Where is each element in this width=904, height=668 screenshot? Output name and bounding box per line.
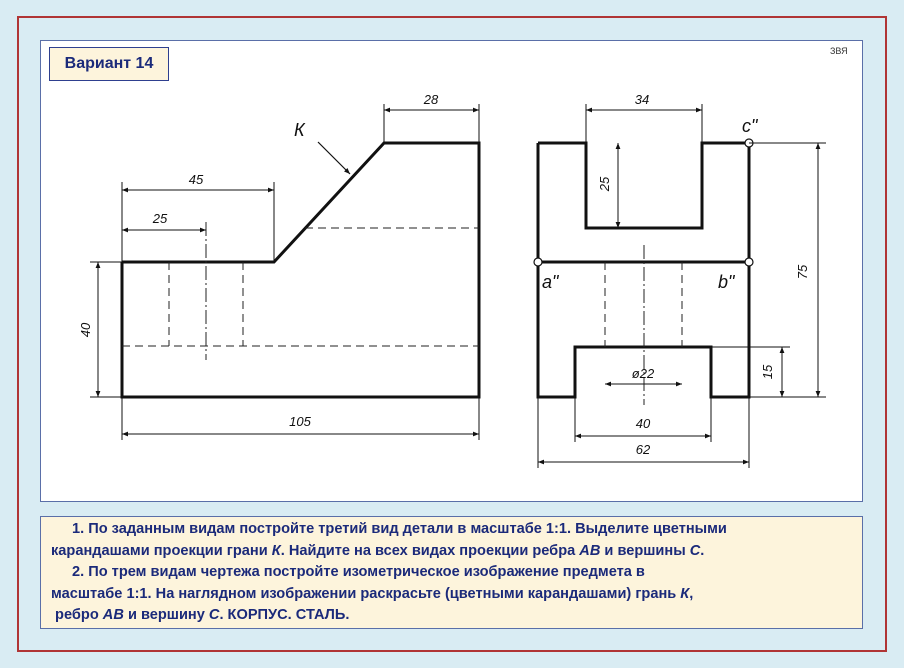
dim-34: 34 [635,92,649,107]
dim-25-front: 25 [152,211,168,226]
task-text: масштабе 1:1. На наглядном изображении р… [51,585,681,602]
label-face-k: К [294,120,306,140]
dim-diameter-22: ø22 [632,366,655,381]
task-text: ребро [51,607,103,623]
dim-15: 15 [760,364,775,379]
task-text: карандашами проекции грани [51,542,272,559]
variant-title: Вариант 14 [49,47,169,81]
task-edge-ab: АВ [102,607,124,623]
task-vertex-c: С [208,607,220,623]
task-text: и вершины [600,542,690,559]
task-vertex-c: С [689,542,701,559]
drawing-sheet [40,40,863,502]
label-point-a: a" [542,272,560,292]
task-text: . Найдите на всех видах проекции ребра [280,542,580,559]
dim-40-width: 40 [636,416,651,431]
point-a-marker [533,257,543,267]
task-line-3: 2. По трем видам чертежа постройте изоме… [51,562,854,584]
label-point-c: c" [742,116,759,136]
dim-75: 75 [795,264,810,279]
dim-25-side: 25 [597,176,612,192]
dim-28: 28 [423,92,439,107]
author-mark: ЗВЯ [830,46,848,56]
front-view-outline [120,141,481,399]
task-line-5: ребро АВ и вершину С. КОРПУС. СТАЛЬ. [51,605,854,627]
dim-40-height: 40 [78,322,93,337]
task-text: . [700,542,705,559]
point-b-marker [744,257,754,267]
task-edge-ab: АВ [579,542,601,559]
task-face-k: К [271,542,281,559]
task-line-4: масштабе 1:1. На наглядном изображении р… [51,584,854,606]
task-text: 2. По трем видам чертежа постройте изоме… [72,564,645,580]
task-line-1: 1. По заданным видам постройте третий ви… [51,519,854,541]
task-text: , [689,585,694,602]
label-point-b: b" [718,272,736,292]
side-view: a" b" c" 34 25 75 15 ø [533,92,826,468]
dim-105: 105 [289,414,311,429]
task-line-2: карандашами проекции грани К. Найдите на… [51,541,854,563]
leader-k [317,141,351,175]
task-text: . КОРПУС. СТАЛЬ. [219,607,350,623]
task-text: 1. По заданным видам постройте третий ви… [72,521,727,537]
task-box: 1. По заданным видам постройте третий ви… [40,516,863,629]
dim-45: 45 [189,172,204,187]
front-view: К 28 45 25 40 [78,92,481,440]
front-view-hidden-lines [122,227,479,347]
task-text: и вершину [123,607,209,623]
task-face-k: К [680,585,690,602]
side-view-hidden-lines [604,262,683,347]
dim-62: 62 [636,442,651,457]
